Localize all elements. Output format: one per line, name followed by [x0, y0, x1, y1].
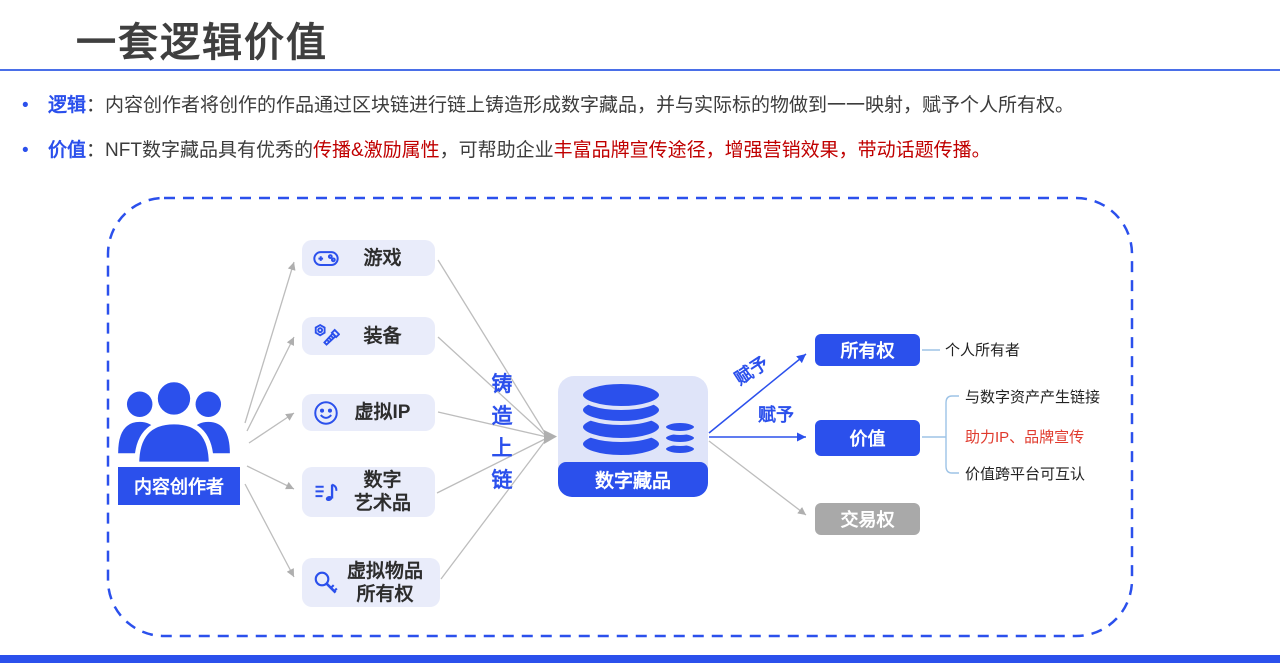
gamepad-icon	[313, 251, 339, 266]
value-note-crossplatform: 价值跨平台可互认	[965, 466, 1086, 483]
category-label: 装备	[363, 325, 402, 347]
category-label: 数字 艺术品	[353, 470, 411, 514]
grant-label-value: 赋予	[758, 405, 794, 425]
collection-label: 数字藏品	[594, 471, 671, 492]
convergence-arrowhead	[544, 430, 557, 444]
category-box-virtual-ip: 虚拟IP	[302, 394, 435, 431]
page-title: 一套逻辑价值	[76, 21, 328, 65]
right-label: 所有权	[840, 341, 895, 361]
bullet-label: 逻辑	[48, 95, 87, 116]
smiley-icon	[314, 400, 338, 425]
collection-box: 数字藏品	[558, 376, 708, 497]
creator-to-category-arrows	[244, 261, 296, 578]
bullet-text-segment: ：内容创作者将创作的作品通过区块链进行链上铸造形成数字藏品，并与实际标的物做到一…	[86, 95, 1075, 116]
value-note-link: 与数字资产产生链接	[965, 389, 1101, 406]
title-divider	[0, 69, 1280, 71]
bullet-logic: • 逻辑：内容创作者将创作的作品通过区块链进行链上铸造形成数字藏品，并与实际标的物…	[22, 92, 1262, 119]
creator-box: 内容创作者	[118, 467, 240, 505]
bullet-label: 价值	[48, 140, 87, 161]
bullet-text-segment-red: 传播&激励属性	[312, 140, 440, 161]
annotation-lines	[922, 349, 959, 474]
bullet-value: • 价值：NFT数字藏品具有优秀的传播&激励属性，可帮助企业丰富品牌宣传途径，增强…	[22, 137, 1262, 164]
category-box-equipment: 装备	[302, 317, 435, 355]
category-label: 虚拟IP	[354, 402, 411, 423]
bullet-text-segment: ：NFT数字藏品具有优秀的	[86, 140, 313, 161]
right-box-trade: 交易权	[815, 503, 920, 535]
category-to-collection-lines	[436, 259, 548, 580]
category-box-game: 游戏	[302, 240, 435, 276]
bullet-text-segment: ，可帮助企业	[439, 140, 554, 161]
category-label: 虚拟物品 所有权	[346, 560, 423, 605]
right-label: 价值	[849, 429, 886, 449]
dashed-border	[106, 196, 1134, 638]
bullet-text-segment-red: 丰富品牌宣传途径，增强营销效果，带动话题传播。	[553, 140, 991, 161]
right-box-ownership: 所有权	[815, 334, 920, 366]
bullet-marker: •	[22, 140, 29, 161]
mint-onchain-label: 铸造上链	[491, 373, 513, 492]
value-note-brand: 助力IP、品牌宣传	[965, 429, 1085, 446]
creator-label: 内容创作者	[134, 477, 224, 497]
key-icon	[314, 571, 338, 593]
footer-bar	[0, 655, 1280, 663]
category-box-virtual-goods-ownership: 虚拟物品 所有权	[302, 558, 440, 607]
value-bracket	[945, 395, 959, 474]
bullet-marker: •	[22, 95, 29, 116]
right-label: 交易权	[840, 510, 895, 530]
database-icon	[579, 381, 698, 459]
music-note-icon	[315, 483, 338, 502]
collection-to-rights-arrows	[708, 353, 807, 516]
category-box-digital-art: 数字 艺术品	[302, 467, 435, 517]
people-group-icon	[118, 377, 230, 467]
right-box-value: 价值	[815, 420, 920, 456]
nut-bolt-icon	[314, 323, 340, 346]
category-label: 游戏	[363, 247, 402, 269]
owner-note: 个人所有者	[945, 342, 1021, 359]
collection-label-bar: 数字藏品	[558, 462, 708, 497]
